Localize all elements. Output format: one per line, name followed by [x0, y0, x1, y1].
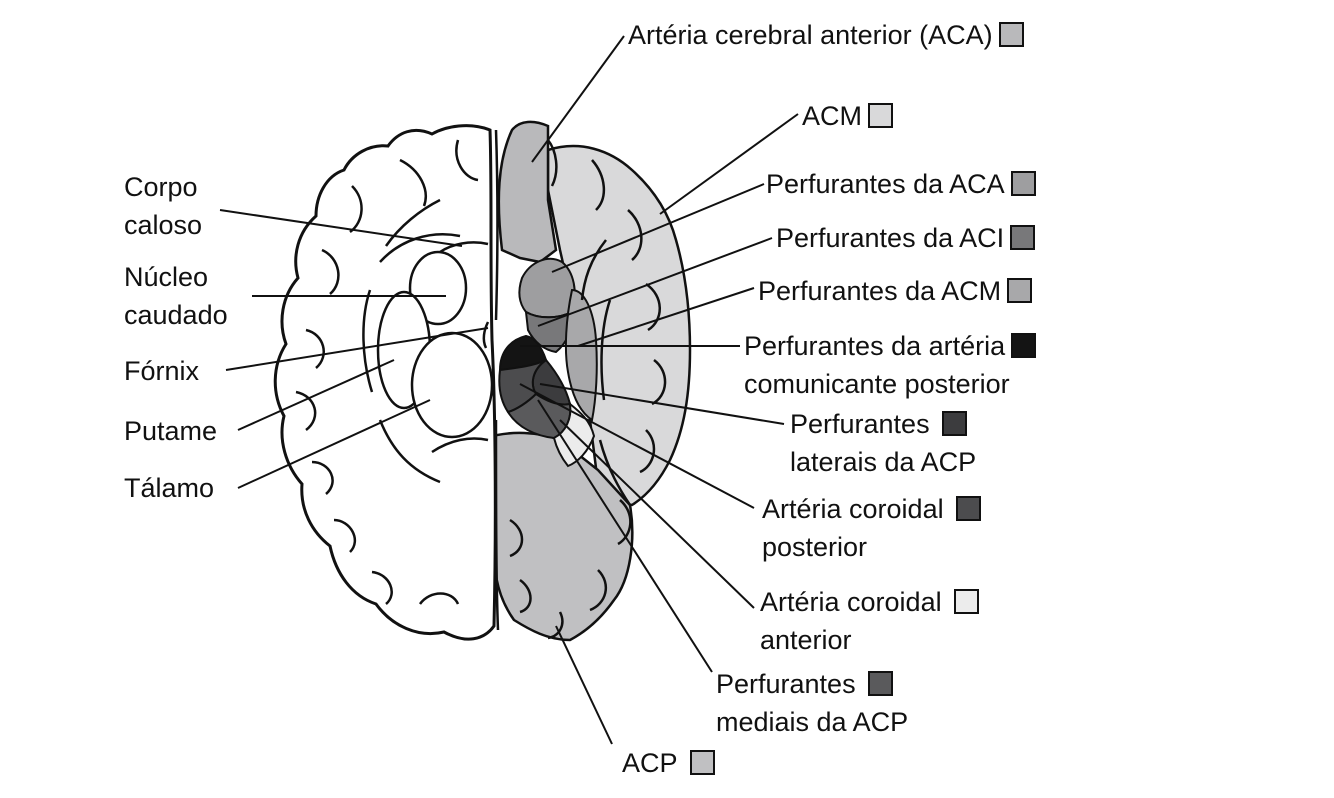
label-line: Fórnix — [124, 356, 200, 386]
legend-swatch-perf-med-acp — [867, 671, 893, 696]
label-line: Núcleo — [124, 262, 209, 292]
label-talamo: Tálamo — [124, 469, 214, 507]
label-perf-acm: Perfurantes da ACM — [758, 272, 1033, 310]
leader-corpo-caloso — [219, 209, 463, 247]
leader-acp — [555, 625, 613, 745]
label-fornix: Fórnix — [124, 352, 199, 390]
territory-perf-acm — [564, 288, 598, 422]
label-line: Perfurantes da artéria — [744, 331, 1006, 361]
label-cor-post: Artéria coroidal posterior — [762, 490, 981, 566]
label-line: caloso — [124, 210, 203, 240]
label-perf-lat-acp: Perfurantes laterais da ACP — [790, 405, 976, 481]
legend-swatch-acm — [868, 103, 893, 128]
label-perf-aci: Perfurantes da ACI — [776, 219, 1036, 257]
leader-cor-post — [519, 383, 755, 509]
leader-putame — [237, 359, 395, 431]
leader-lines — [219, 35, 799, 745]
legend-swatch-perf-acm — [1007, 278, 1033, 303]
leader-talamo — [237, 399, 431, 489]
label-line: Tálamo — [124, 473, 215, 503]
label-line: Putame — [124, 416, 218, 446]
label-corpo-caloso: Corpo caloso — [124, 168, 202, 244]
legend-swatch-aca — [998, 22, 1024, 47]
legend-swatch-perf-aci — [1010, 225, 1036, 250]
caudate-nucleus — [408, 250, 468, 326]
legend-swatch-acp — [689, 750, 715, 775]
label-line: Artéria coroidal — [760, 587, 942, 617]
label-line: Corpo — [124, 172, 198, 202]
right-hemisphere — [484, 120, 692, 642]
label-line: ACP — [622, 748, 678, 778]
label-line: Perfurantes da ACA — [766, 169, 1005, 199]
label-line: posterior — [762, 532, 868, 562]
label-putame: Putame — [124, 412, 217, 450]
leader-perf-aca — [551, 183, 765, 273]
label-perf-med-acp: Perfurantes mediais da ACP — [716, 665, 908, 741]
label-line: caudado — [124, 300, 228, 330]
leader-perf-med-acp — [537, 399, 713, 673]
label-line: Perfurantes — [790, 409, 930, 439]
territory-acm — [546, 144, 692, 507]
label-line: anterior — [760, 625, 852, 655]
right-gyri — [494, 129, 667, 640]
leader-perf-acm — [577, 287, 755, 347]
legend-swatch-cor-post — [955, 496, 981, 521]
legend-swatch-perf-pcom — [1011, 333, 1037, 358]
corpus-callosum — [431, 241, 489, 454]
label-acp: ACP — [622, 744, 715, 782]
label-cor-ant: Artéria coroidal anterior — [760, 583, 979, 659]
legend-swatch-perf-aca — [1010, 171, 1036, 196]
leader-acm — [659, 113, 799, 215]
label-line: ACM — [802, 101, 862, 131]
leader-perf-lat-acp — [539, 383, 785, 425]
label-line: Perfurantes da ACI — [776, 223, 1005, 253]
label-perf-pcom: Perfurantes da artéria comunicante poste… — [744, 327, 1037, 403]
leader-aca — [531, 35, 625, 163]
label-line: Artéria cerebral anterior (ACA) — [628, 20, 993, 50]
label-aca: Artéria cerebral anterior (ACA) — [628, 16, 1024, 54]
leader-perf-aci — [537, 237, 773, 327]
label-line: comunicante posterior — [744, 369, 1010, 399]
label-acm: ACM — [802, 97, 893, 135]
left-hemisphere — [273, 124, 497, 641]
label-nucleo-caudado: Núcleo caudado — [124, 258, 228, 334]
label-line: Perfurantes da ACM — [758, 276, 1002, 306]
left-gyri — [295, 139, 479, 605]
label-line: Perfurantes — [716, 669, 856, 699]
territory-perf-aca — [518, 257, 576, 319]
legend-swatch-cor-ant — [953, 589, 979, 614]
label-line: laterais da ACP — [790, 447, 977, 477]
label-line: mediais da ACP — [716, 707, 909, 737]
legend-swatch-perf-lat-acp — [941, 411, 967, 436]
label-perf-aca: Perfurantes da ACA — [766, 165, 1036, 203]
territory-aca — [497, 120, 558, 264]
territory-cor-ant — [552, 401, 596, 468]
leader-cor-ant — [559, 419, 755, 609]
thalamus — [410, 331, 494, 439]
midline — [494, 129, 500, 631]
leader-fornix — [225, 327, 489, 371]
label-line: Artéria coroidal — [762, 494, 944, 524]
fornix — [482, 321, 490, 349]
